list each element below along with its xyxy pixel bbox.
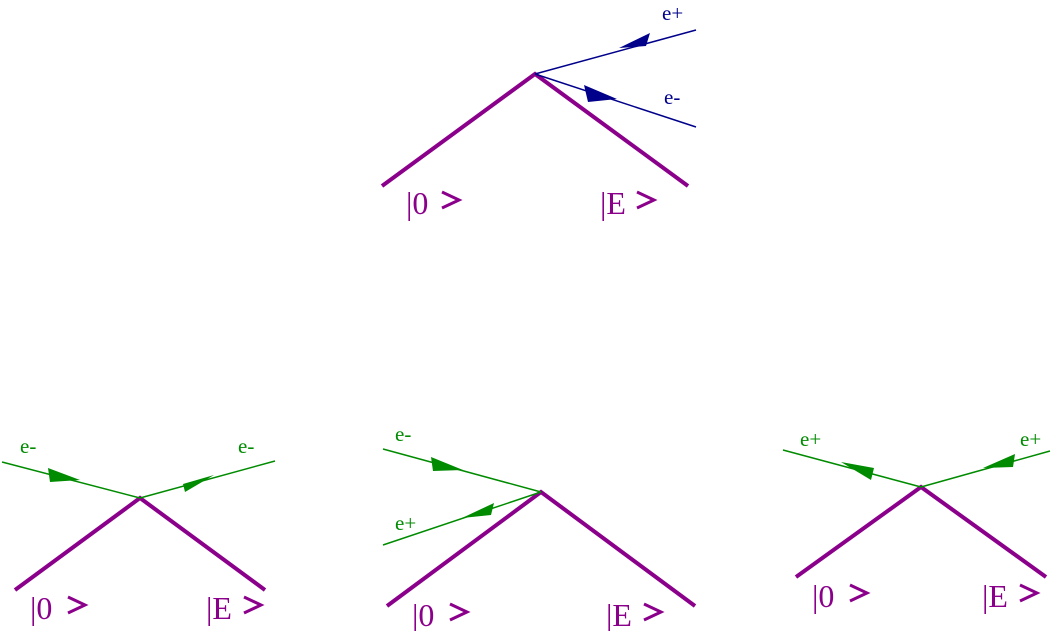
label-e-minus-out: e- [238, 434, 254, 458]
ket-bracket-zero [849, 583, 871, 603]
label-state-zero: |0 [812, 578, 834, 614]
positron-in-line [382, 491, 542, 546]
ket-bracket-zero [449, 602, 471, 622]
state-line [13, 495, 267, 592]
positron-in-arrow [983, 454, 1015, 468]
label-e-minus-in: e- [20, 434, 36, 458]
ket-bracket-E [643, 602, 665, 622]
state-line [380, 71, 690, 188]
ket-bracket-zero [67, 595, 89, 615]
label-state-E: |E [606, 597, 632, 631]
diagram-positron-scattering: e+ e+ |0 |E [782, 427, 1051, 614]
electron-in-line [382, 448, 542, 493]
state-line [794, 484, 1048, 579]
label-state-zero: |0 [412, 597, 434, 631]
positron-arrow [619, 33, 650, 48]
positron-line [534, 29, 697, 75]
diagram-pair-creation: e+ e- |0 |E [380, 1, 697, 221]
electron-out-arrow [183, 475, 214, 492]
ket-bracket-E [1019, 583, 1041, 603]
ket-bracket-E [243, 595, 265, 615]
state-line [385, 489, 697, 608]
label-e-minus: e- [664, 85, 680, 109]
label-state-zero: |0 [30, 590, 52, 626]
label-e-plus: e+ [395, 511, 416, 535]
ket-bracket-zero [441, 190, 463, 210]
electron-line [534, 73, 697, 128]
label-state-E: |E [982, 578, 1008, 614]
positron-out-arrow [841, 462, 874, 480]
electron-out-line [139, 460, 276, 499]
positron-in-line [920, 450, 1051, 488]
diagram-pair-annihilation: e- e+ |0 |E [382, 422, 697, 631]
label-e-minus: e- [395, 422, 411, 446]
ket-bracket-E [636, 190, 658, 210]
label-e-plus: e+ [662, 1, 683, 25]
label-state-E: |E [206, 590, 232, 626]
label-state-zero: |0 [406, 185, 428, 221]
label-state-E: |E [600, 185, 626, 221]
electron-arrow [584, 85, 617, 102]
electron-in-arrow [48, 468, 80, 482]
label-e-plus-right: e+ [1020, 427, 1041, 451]
positron-in-arrow [462, 503, 494, 518]
electron-in-arrow [431, 457, 463, 471]
diagram-electron-scattering: e- e- |0 |E [1, 434, 276, 626]
label-e-plus-left: e+ [800, 427, 821, 451]
